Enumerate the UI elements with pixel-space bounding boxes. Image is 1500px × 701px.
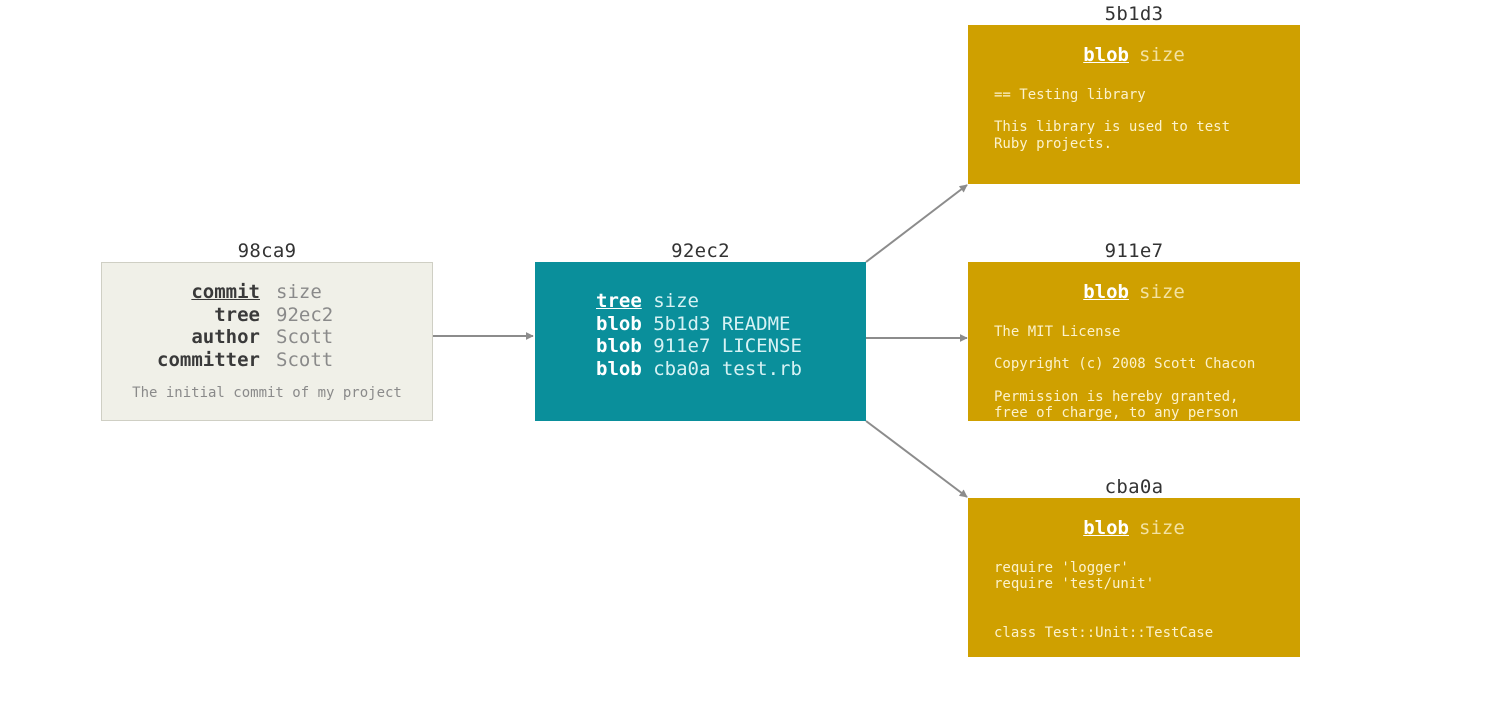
tree-entry-value: size bbox=[653, 290, 699, 312]
commit-field-row: tree 92ec2 bbox=[102, 304, 432, 327]
blob-size: size bbox=[1139, 281, 1185, 303]
blob-content-line: free of charge, to any person bbox=[994, 404, 1239, 421]
blob-content-line bbox=[994, 373, 1290, 389]
commit-field-value: Scott bbox=[276, 326, 334, 348]
blob-hash-label: 5b1d3 bbox=[1104, 3, 1164, 25]
tree-object: tree size blob 5b1d3 README blob 911e7 L… bbox=[535, 262, 866, 421]
tree-entry: tree size bbox=[596, 290, 802, 313]
blob-header: blob size bbox=[968, 281, 1300, 303]
blob-content-line: The MIT License bbox=[994, 324, 1121, 340]
commit-field-key: tree bbox=[214, 303, 260, 326]
blob-type: blob bbox=[1083, 44, 1129, 66]
blob-size: size bbox=[1139, 44, 1185, 66]
tree-entry-value: 911e7 LICENSE bbox=[653, 335, 802, 357]
blob-content: require 'logger' require 'test/unit' cla… bbox=[994, 560, 1290, 641]
blob-type: blob bbox=[1083, 517, 1129, 539]
commit-field-row: author Scott bbox=[102, 326, 432, 349]
tree-entries: tree size blob 5b1d3 README blob 911e7 L… bbox=[596, 290, 802, 380]
blob-header: blob size bbox=[968, 517, 1300, 539]
commit-field-key: commit bbox=[191, 281, 260, 303]
commit-message: The initial commit of my project bbox=[132, 385, 402, 401]
blob-content-line bbox=[994, 592, 1290, 608]
commit-field-value: 92ec2 bbox=[276, 303, 334, 326]
commit-field-value: Scott bbox=[276, 348, 334, 371]
blob-content-line: require 'logger' bbox=[994, 560, 1129, 576]
blob-content-line: Copyright (c) 2008 Scott Chacon bbox=[994, 356, 1256, 373]
blob-type: blob bbox=[1083, 281, 1129, 303]
tree-entry-type: blob bbox=[596, 357, 642, 380]
tree-entry-value: cba0a test.rb bbox=[653, 357, 802, 380]
arrow-tree-to-blob-cba0a bbox=[865, 420, 968, 498]
blob-size: size bbox=[1139, 517, 1185, 539]
tree-entry: blob 911e7 LICENSE bbox=[596, 335, 802, 358]
blob-content-line: class Test::Unit::TestCase bbox=[994, 624, 1214, 641]
tree-entry-type: tree bbox=[596, 290, 642, 312]
commit-hash-label: 98ca9 bbox=[237, 240, 297, 262]
blob-object-license: blob size The MIT License Copyright (c) 2… bbox=[968, 262, 1300, 421]
blob-content-line: Permission is hereby granted, bbox=[994, 388, 1239, 405]
tree-entry-value: 5b1d3 README bbox=[653, 312, 791, 335]
commit-field-row: committer Scott bbox=[102, 349, 432, 372]
blob-content-line: require 'test/unit' bbox=[994, 576, 1155, 593]
blob-content-line: Ruby projects. bbox=[994, 135, 1113, 152]
tree-entry-type: blob bbox=[596, 312, 642, 335]
blob-hash-label: cba0a bbox=[1104, 476, 1164, 498]
blob-hash-label: 911e7 bbox=[1104, 240, 1164, 262]
tree-hash-label: 92ec2 bbox=[671, 240, 730, 262]
commit-field-row: commit size bbox=[102, 281, 432, 304]
blob-content: The MIT License Copyright (c) 2008 Scott… bbox=[994, 324, 1290, 421]
tree-entry-type: blob bbox=[596, 335, 642, 357]
commit-field-key: author bbox=[191, 326, 260, 348]
tree-entry: blob 5b1d3 README bbox=[596, 313, 802, 336]
commit-field-key: committer bbox=[157, 348, 260, 371]
blob-content: == Testing library This library is used … bbox=[994, 87, 1290, 152]
commit-field-value: size bbox=[276, 281, 322, 303]
blob-content-line: == Testing library bbox=[994, 87, 1146, 103]
blob-content-line bbox=[994, 340, 1290, 356]
blob-object-test-rb: blob size require 'logger' require 'test/… bbox=[968, 498, 1300, 657]
blob-content-line: This library is used to test bbox=[994, 119, 1231, 136]
blob-header: blob size bbox=[968, 44, 1300, 66]
blob-content-line bbox=[994, 609, 1290, 625]
blob-object-readme: blob size == Testing library This library… bbox=[968, 25, 1300, 184]
blob-content-line bbox=[994, 103, 1290, 119]
tree-entry: blob cba0a test.rb bbox=[596, 358, 802, 381]
arrow-tree-to-blob-5b1d3 bbox=[865, 184, 968, 263]
